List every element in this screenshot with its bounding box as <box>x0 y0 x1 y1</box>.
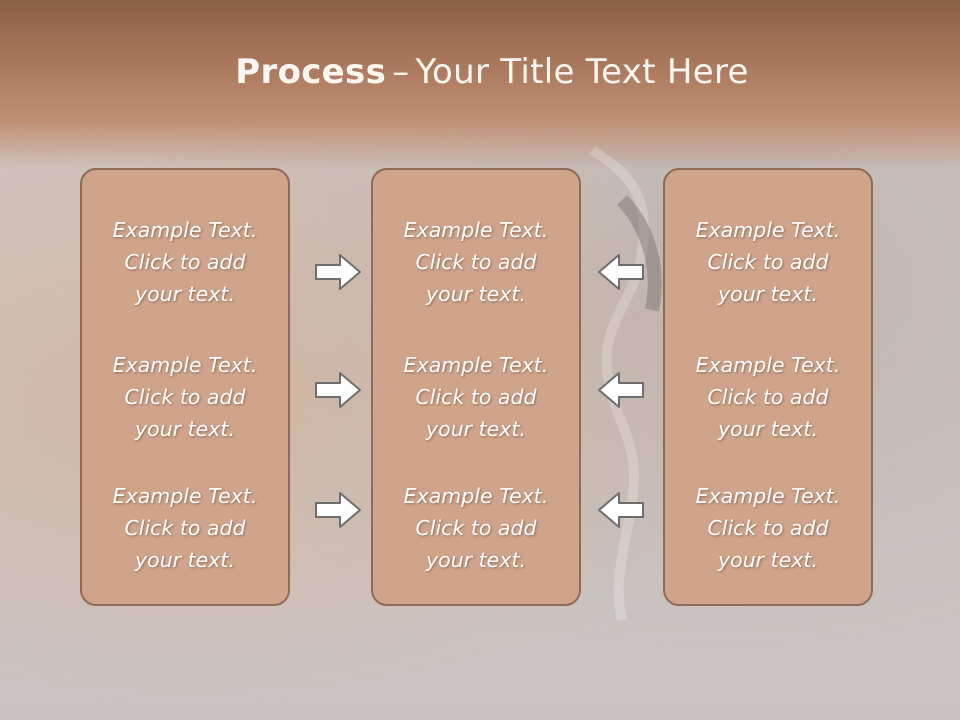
text-line: Click to add <box>707 385 829 409</box>
text-line: your text. <box>135 548 235 572</box>
text-block[interactable]: Example Text. Click to add your text. <box>665 349 871 445</box>
left-text-box[interactable]: Example Text. Click to add your text. Ex… <box>80 168 290 606</box>
text-line: Example Text. <box>695 218 841 242</box>
text-line: Click to add <box>415 385 537 409</box>
text-block[interactable]: Example Text. Click to add your text. <box>373 480 579 576</box>
header-band <box>0 0 960 170</box>
text-line: Click to add <box>124 250 246 274</box>
text-line: Click to add <box>415 250 537 274</box>
slide-title[interactable]: Process–Your Title Text Here <box>0 52 960 92</box>
text-line: Example Text. <box>403 353 549 377</box>
text-block[interactable]: Example Text. Click to add your text. <box>665 214 871 310</box>
text-block[interactable]: Example Text. Click to add your text. <box>373 214 579 310</box>
text-line: Click to add <box>124 385 246 409</box>
left-arrow-icon[interactable] <box>597 370 645 410</box>
text-block[interactable]: Example Text. Click to add your text. <box>665 480 871 576</box>
left-arrow-icon[interactable] <box>597 490 645 530</box>
text-block[interactable]: Example Text. Click to add your text. <box>373 349 579 445</box>
text-block[interactable]: Example Text. Click to add your text. <box>82 349 288 445</box>
text-line: Example Text. <box>695 484 841 508</box>
text-block[interactable]: Example Text. Click to add your text. <box>82 480 288 576</box>
text-line: your text. <box>426 548 526 572</box>
text-line: Example Text. <box>403 218 549 242</box>
text-block[interactable]: Example Text. Click to add your text. <box>82 214 288 310</box>
text-line: Example Text. <box>112 218 258 242</box>
text-line: Click to add <box>707 516 829 540</box>
text-line: Click to add <box>415 516 537 540</box>
text-line: Click to add <box>124 516 246 540</box>
text-line: Example Text. <box>403 484 549 508</box>
right-text-box[interactable]: Example Text. Click to add your text. Ex… <box>663 168 873 606</box>
text-line: Example Text. <box>112 484 258 508</box>
title-bold: Process <box>235 52 387 92</box>
left-arrow-icon[interactable] <box>597 252 645 292</box>
right-arrow-icon[interactable] <box>314 490 362 530</box>
title-dash: – <box>392 52 410 92</box>
text-line: your text. <box>135 417 235 441</box>
middle-text-box[interactable]: Example Text. Click to add your text. Ex… <box>371 168 581 606</box>
text-line: your text. <box>135 282 235 306</box>
text-line: your text. <box>718 548 818 572</box>
text-line: your text. <box>718 282 818 306</box>
title-rest: Your Title Text Here <box>415 52 749 92</box>
right-arrow-icon[interactable] <box>314 370 362 410</box>
text-line: Click to add <box>707 250 829 274</box>
text-line: your text. <box>718 417 818 441</box>
right-arrow-icon[interactable] <box>314 252 362 292</box>
text-line: Example Text. <box>695 353 841 377</box>
text-line: your text. <box>426 282 526 306</box>
text-line: your text. <box>426 417 526 441</box>
background-figure <box>589 145 662 622</box>
text-line: Example Text. <box>112 353 258 377</box>
